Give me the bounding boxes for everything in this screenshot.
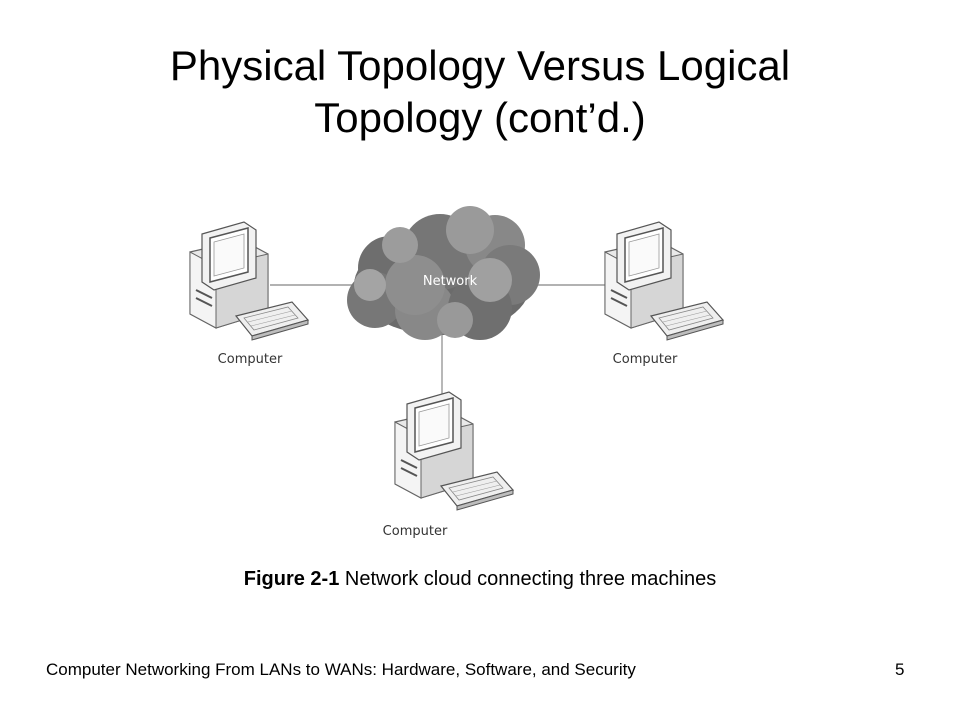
page-number: 5 (895, 660, 905, 679)
slide-title: Physical Topology Versus Logical Topolog… (0, 40, 960, 144)
title-line-1: Physical Topology Versus Logical (169, 42, 791, 89)
figure-caption: Figure 2-1 Network cloud connecting thre… (0, 568, 960, 591)
computer-right-icon (604, 221, 724, 341)
slide-footer: Computer Networking From LANs to WANs: H… (46, 660, 636, 679)
caption-text: Network cloud connecting three machines (339, 568, 717, 590)
computer-bottom-label: Computer (383, 524, 448, 539)
caption-label: Figure 2-1 (243, 568, 340, 590)
computer-bottom-icon (394, 391, 514, 511)
title-line-2: Topology (cont’d.) (314, 94, 646, 141)
network-diagram: Network Computer Computer Computer (189, 206, 724, 539)
cloud-label: Network (423, 274, 478, 289)
network-cloud-icon: Network (347, 206, 540, 340)
computer-left-label: Computer (218, 352, 283, 367)
computer-left-icon (189, 221, 309, 341)
computer-right-label: Computer (613, 352, 678, 367)
